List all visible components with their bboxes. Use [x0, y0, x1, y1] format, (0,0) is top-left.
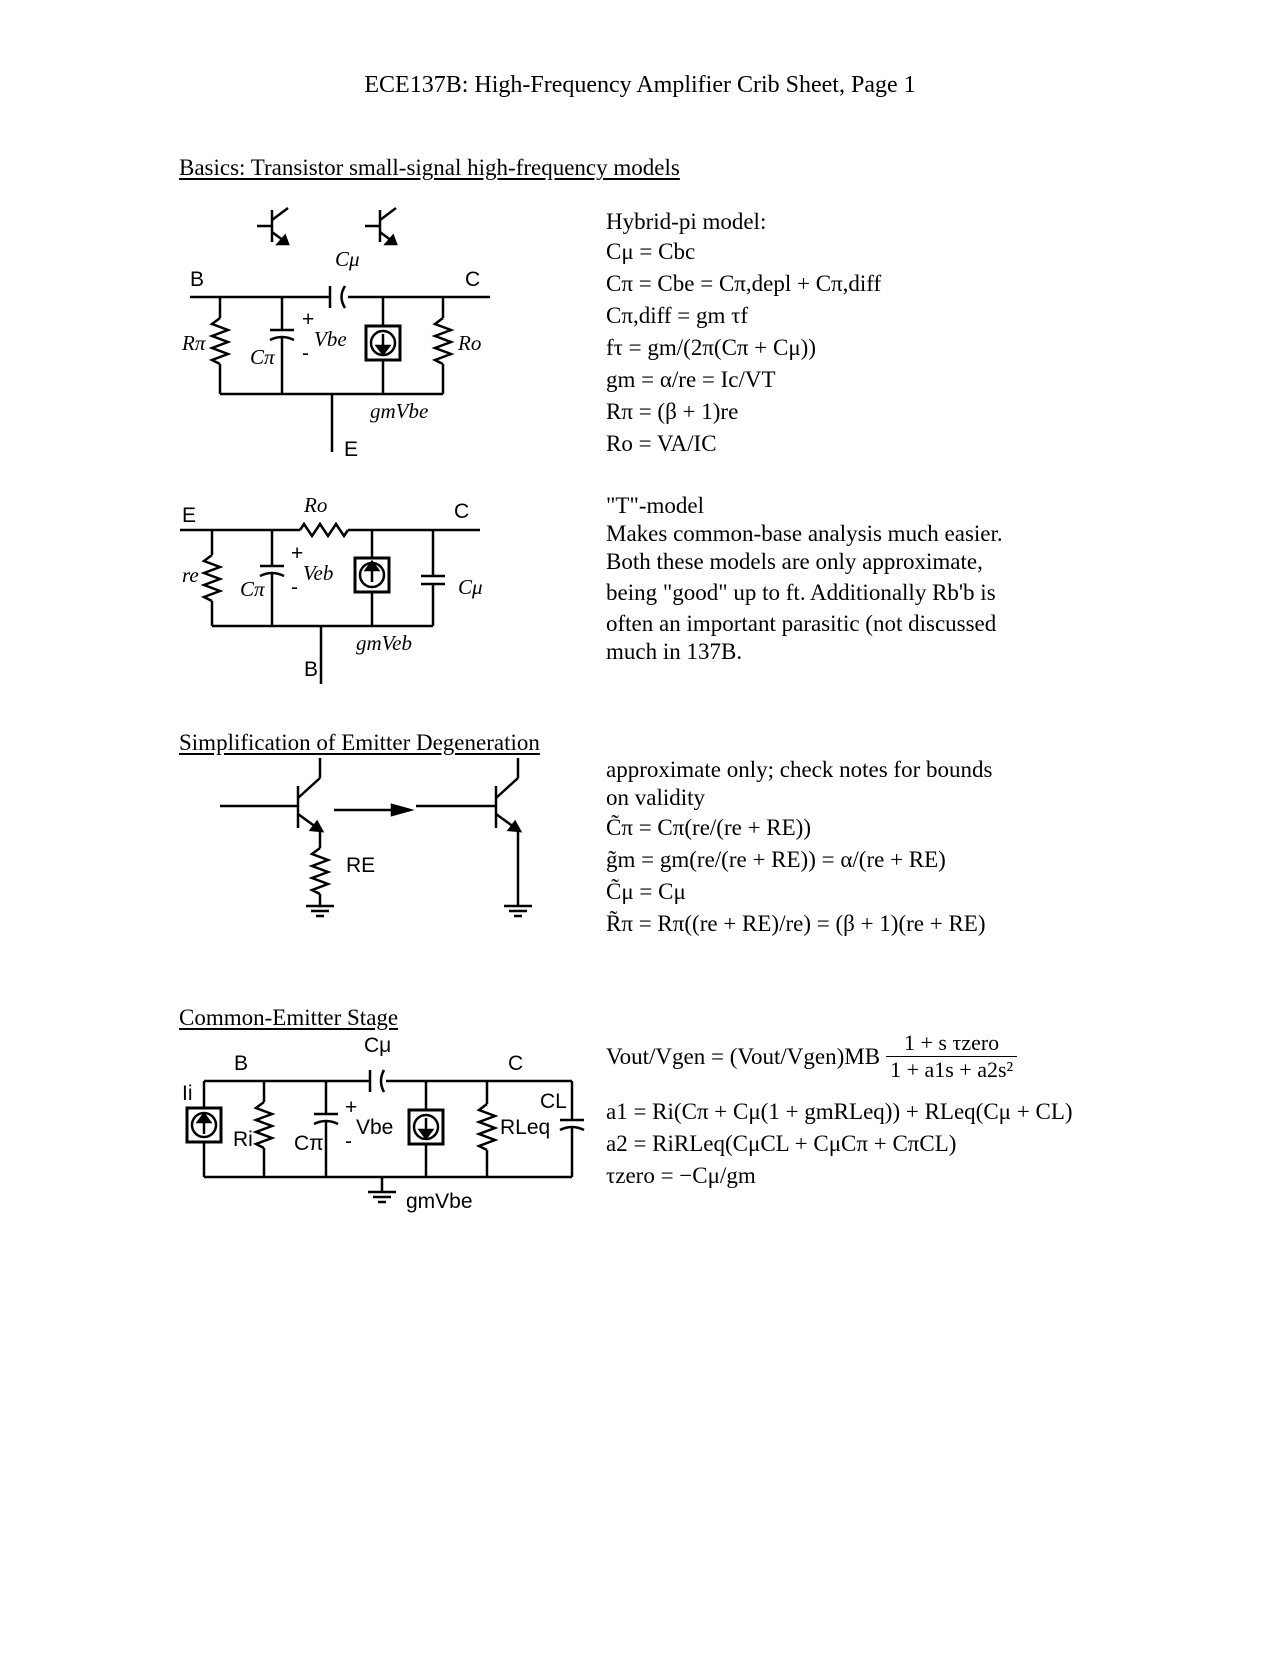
gain-fraction: 1 + s τzero 1 + a1s + a2s² — [886, 1030, 1018, 1083]
page-title: ECE137B: High-Frequency Amplifier Crib S… — [364, 72, 916, 98]
label-Ro: Ro — [457, 331, 481, 355]
label-Vbe-ce: Vbe — [356, 1116, 393, 1139]
label-gmVbe: gmVbe — [370, 399, 428, 423]
degeneration-note: approximate only; check notes for bounds — [606, 757, 993, 782]
label-Rpi: Rπ — [181, 331, 206, 355]
equation-line: a1 = Ri(Cπ + Cμ(1 + gmRLeq)) + RLeq(Cμ +… — [606, 1099, 1073, 1124]
label-CL: CL — [540, 1090, 567, 1113]
t-model-line: much in 137B. — [606, 639, 743, 664]
label-minus: - — [302, 342, 309, 365]
t-model-line: Both these models are only approximate, — [606, 549, 983, 574]
gain-lhs: Vout/Vgen = (Vout/Vgen)MB — [606, 1043, 881, 1069]
t-model-line: being "good" up to ft. Additionally Rb'b… — [606, 580, 996, 605]
label-plus: + — [302, 308, 314, 331]
label-Cmu: Cμ — [335, 247, 360, 271]
transistor-symbol-1 — [257, 207, 290, 246]
equation-line: Cπ = Cbe = Cπ,depl + Cπ,diff — [606, 271, 882, 296]
label-C-t: C — [454, 500, 469, 523]
equation-line: C̃μ = Cμ — [606, 879, 686, 904]
hybrid-pi-heading: Hybrid-pi model: — [606, 209, 767, 234]
label-B: B — [190, 268, 204, 291]
label-Cmu-ce: Cμ — [364, 1034, 391, 1057]
label-Ro-t: Ro — [303, 493, 327, 517]
equation-line: gm = α/re = Ic/VT — [606, 367, 776, 392]
equation-line: g̃m = gm(re/(re + RE)) = α/(re + RE) — [606, 847, 946, 872]
label-plus-ce: + — [345, 1096, 357, 1119]
section-heading-basics: Basics: Transistor small-signal high-fre… — [179, 155, 680, 180]
equation-line: Rπ = (β + 1)re — [606, 399, 739, 424]
degeneration-block: approximate only; check notes for bounds… — [606, 756, 992, 940]
label-C: C — [465, 268, 480, 291]
gain-equation: Vout/Vgen = (Vout/Vgen)MB 1 + s τzero 1 … — [606, 1030, 1018, 1083]
section-heading-ce-stage: Common-Emitter Stage — [179, 1005, 399, 1030]
label-RE: RE — [346, 854, 375, 877]
label-plus-t: + — [291, 542, 303, 565]
label-Cpi-ce: Cπ — [294, 1132, 324, 1155]
transistor-symbol-2 — [365, 207, 398, 246]
label-re-t: re — [182, 563, 199, 587]
gain-denominator: 1 + a1s + a2s² — [890, 1057, 1014, 1082]
degeneration-note: on validity — [606, 785, 706, 810]
hybrid-pi-block: Hybrid-pi model: Cμ = Cbc Cπ = Cbe = Cπ,… — [606, 208, 881, 460]
label-Cpi-t: Cπ — [240, 577, 265, 601]
gain-numerator: 1 + s τzero — [886, 1030, 1018, 1057]
label-Cpi: Cπ — [250, 345, 275, 369]
label-C-ce: C — [508, 1052, 523, 1075]
ce-coefficients: a1 = Ri(Cπ + Cμ(1 + gmRLeq)) + RLeq(Cμ +… — [606, 1096, 1073, 1192]
equation-line: Cπ,diff = gm τf — [606, 303, 749, 328]
label-E: E — [344, 438, 358, 461]
label-gmVeb-t: gmVeb — [356, 631, 412, 655]
label-B-t: B — [304, 658, 318, 681]
t-model-block: "T"-model Makes common-base analysis muc… — [606, 492, 1003, 666]
equation-line: a2 = RiRLeq(CμCL + CμCπ + CπCL) — [606, 1131, 957, 1156]
equation-line: Ro = VA/IC — [606, 431, 717, 456]
t-model-line: Makes common-base analysis much easier. — [606, 521, 1003, 546]
label-E-t: E — [182, 504, 196, 527]
equation-line: fτ = gm/(2π(Cπ + Cμ)) — [606, 335, 816, 360]
equation-line: C̃π = Cπ(re/(re + RE)) — [606, 815, 812, 840]
t-model-heading: "T"-model — [606, 493, 704, 518]
t-model-line: often an important parasitic (not discus… — [606, 611, 997, 636]
section-heading-degeneration: Simplification of Emitter Degeneration — [179, 730, 540, 755]
label-minus-t: - — [291, 576, 298, 599]
label-gmVbe-ce: gmVbe — [406, 1190, 473, 1213]
equation-line: τzero = −Cμ/gm — [606, 1163, 756, 1188]
label-Vbe: Vbe — [314, 327, 347, 351]
label-Ri: Ri — [233, 1128, 253, 1151]
label-RLeq: RLeq — [500, 1116, 550, 1139]
label-B-ce: B — [234, 1052, 248, 1075]
label-Veb-t: Veb — [303, 561, 333, 585]
equation-line: R̃π = Rπ((re + RE)/re) = (β + 1)(re + RE… — [606, 911, 986, 936]
label-minus-ce: - — [345, 1130, 352, 1153]
label-Ii: Ii — [182, 1082, 193, 1105]
equation-line: Cμ = Cbc — [606, 239, 696, 264]
label-Cmu-t: Cμ — [458, 575, 483, 599]
